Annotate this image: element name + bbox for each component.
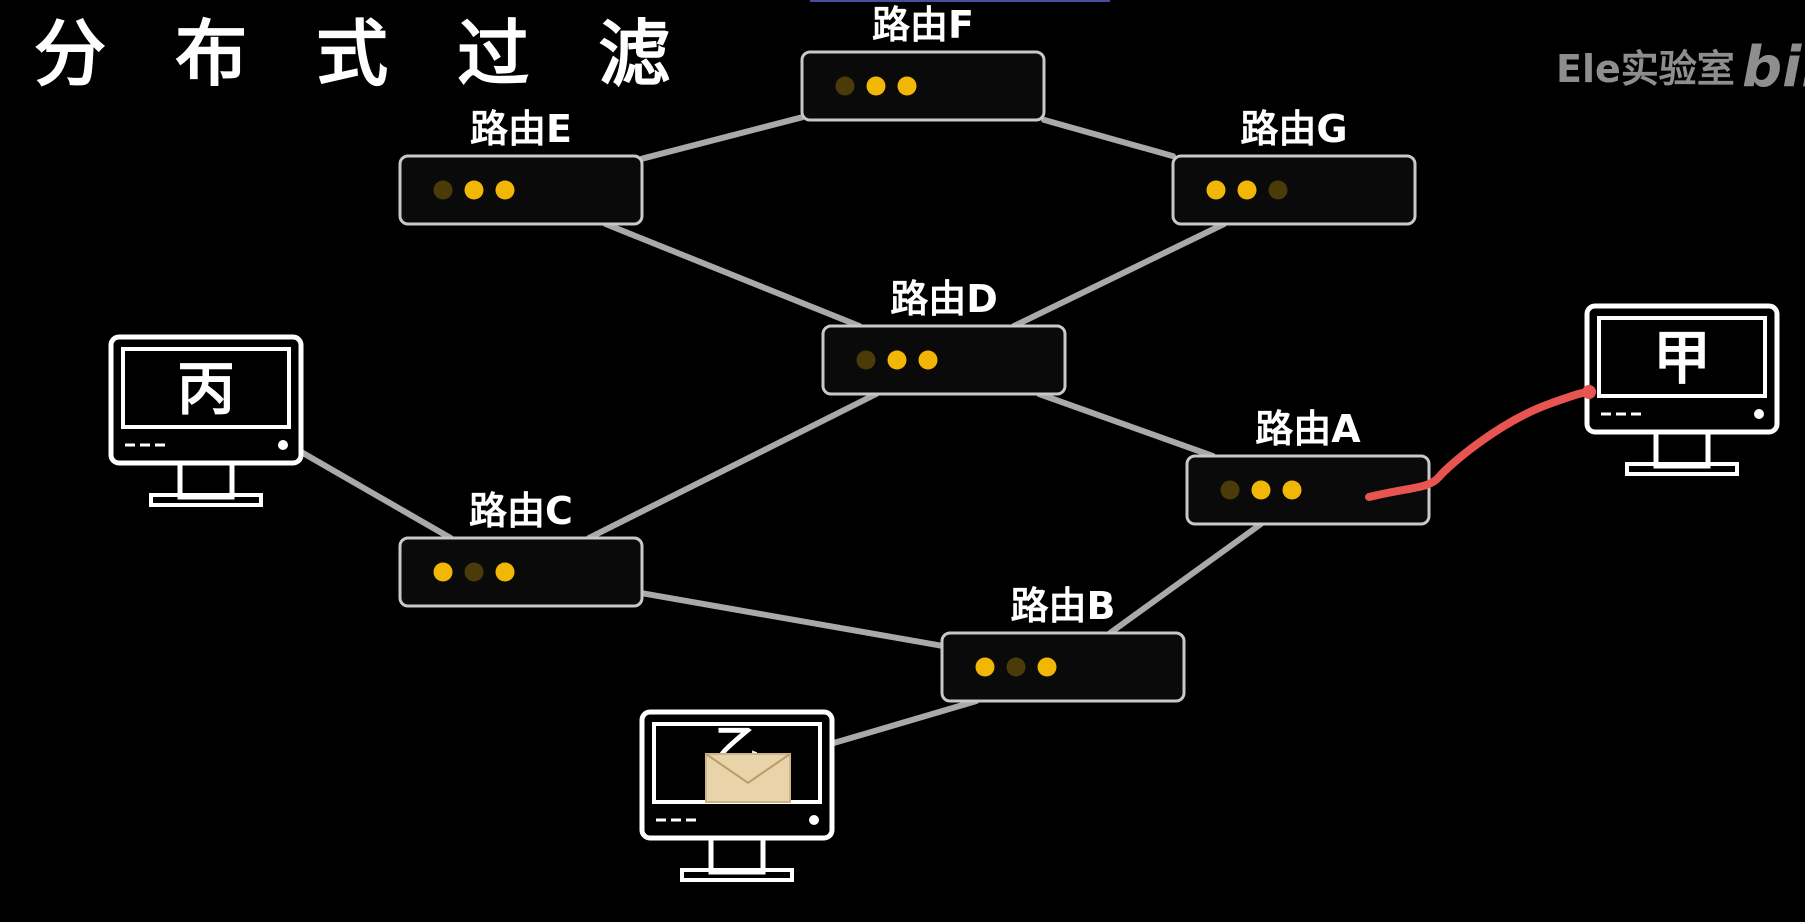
- router-G[interactable]: 路由G: [1171, 107, 1417, 226]
- led-on-indicator: [495, 562, 515, 582]
- led-on-indicator: [897, 76, 917, 96]
- top-progress-bar: [810, 0, 1110, 2]
- router-F[interactable]: 路由F: [800, 3, 1046, 122]
- router-label: 路由E: [470, 107, 572, 151]
- led-off-indicator: [1268, 180, 1288, 200]
- led-on-indicator: [464, 180, 484, 200]
- link-yi-B: [829, 698, 980, 747]
- link-C-B: [639, 590, 945, 649]
- led-on-indicator: [1251, 480, 1271, 500]
- watermark-text: Ele实验室: [1556, 47, 1735, 91]
- monitor-icon: [108, 334, 304, 507]
- led-off-indicator: [835, 76, 855, 96]
- led-on-indicator: [975, 657, 995, 677]
- router-box: [940, 631, 1186, 703]
- router-box: [821, 324, 1067, 396]
- link-F-G: [1041, 116, 1176, 160]
- router-label: 路由A: [1255, 407, 1361, 451]
- link-D-A: [1036, 391, 1216, 459]
- router-label: 路由F: [872, 3, 974, 47]
- led-on-indicator: [495, 180, 515, 200]
- led-off-indicator: [856, 350, 876, 370]
- led-on-indicator: [1206, 180, 1226, 200]
- router-label: 路由G: [1240, 107, 1347, 151]
- computer-jia[interactable]: 甲: [1584, 303, 1780, 476]
- led-off-indicator: [1006, 657, 1026, 677]
- router-D[interactable]: 路由D: [821, 277, 1067, 396]
- router-E[interactable]: 路由E: [398, 107, 644, 226]
- led-off-indicator: [1220, 480, 1240, 500]
- envelope-icon[interactable]: [705, 753, 791, 803]
- watermark-logo: bili: [1742, 40, 1805, 96]
- link-D-C: [585, 391, 880, 541]
- router-C[interactable]: 路由C: [398, 489, 644, 608]
- router-box: [398, 154, 644, 226]
- router-box: [1185, 454, 1431, 526]
- link-G-D: [1011, 221, 1227, 329]
- router-A[interactable]: 路由A: [1185, 407, 1431, 526]
- led-off-indicator: [464, 562, 484, 582]
- led-on-indicator: [433, 562, 453, 582]
- trace-end-dot: [1582, 385, 1596, 399]
- led-on-indicator: [866, 76, 886, 96]
- computer-yi[interactable]: 乙: [639, 709, 835, 882]
- router-label: 路由B: [1011, 584, 1116, 628]
- page-title: 分 布 式 过 滤: [34, 11, 693, 96]
- link-F-E: [639, 114, 805, 162]
- router-label: 路由C: [469, 489, 573, 533]
- router-B[interactable]: 路由B: [940, 584, 1186, 703]
- link-bing-C: [298, 448, 454, 541]
- led-off-indicator: [433, 180, 453, 200]
- led-on-indicator: [1282, 480, 1302, 500]
- computer-label: 丙: [177, 355, 235, 423]
- led-on-indicator: [918, 350, 938, 370]
- router-label: 路由D: [890, 277, 998, 321]
- computer-label: 甲: [1653, 324, 1711, 392]
- computer-bing[interactable]: 丙: [108, 334, 304, 507]
- led-on-indicator: [1237, 180, 1257, 200]
- monitor-icon: [1584, 303, 1780, 476]
- led-on-indicator: [887, 350, 907, 370]
- led-on-indicator: [1037, 657, 1057, 677]
- link-E-D: [602, 221, 863, 329]
- router-box: [1171, 154, 1417, 226]
- link-A-B: [1107, 521, 1264, 636]
- router-box: [800, 50, 1046, 122]
- router-box: [398, 536, 644, 608]
